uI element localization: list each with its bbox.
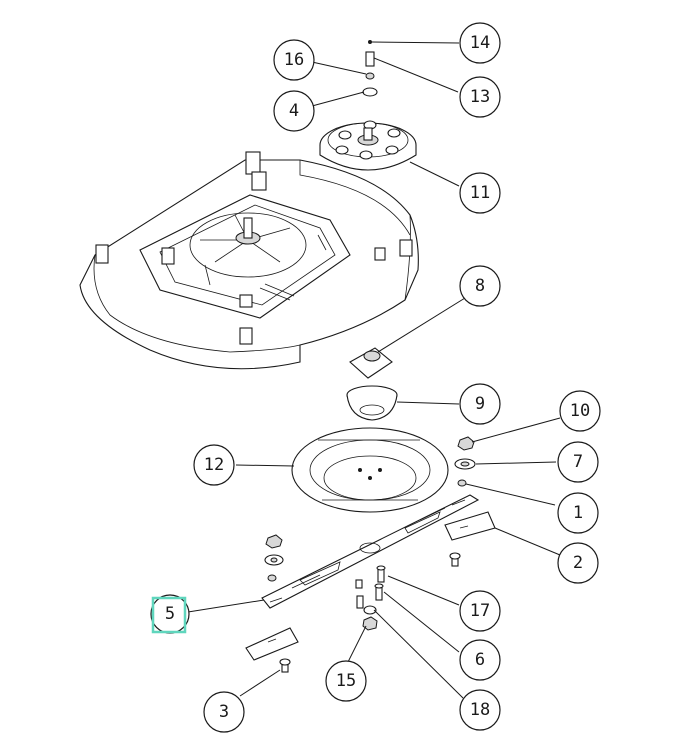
- callout-label: 1: [573, 503, 583, 523]
- callout-7[interactable]: 7: [557, 441, 599, 483]
- callout-label: 16: [284, 50, 304, 70]
- callout-label: 13: [470, 87, 490, 107]
- callout-10[interactable]: 10: [559, 390, 601, 432]
- callout-label: 17: [470, 601, 490, 621]
- callout-5[interactable]: 5: [150, 594, 190, 634]
- callout-14[interactable]: 14: [459, 22, 501, 64]
- callout-label: 4: [289, 101, 299, 121]
- blade-tips: [245, 511, 496, 661]
- leader-lines: [187, 41, 561, 699]
- callout-15[interactable]: 15: [325, 660, 367, 702]
- callout-label: 11: [470, 183, 490, 203]
- callout-9[interactable]: 9: [459, 383, 501, 425]
- callout-17[interactable]: 17: [459, 590, 501, 632]
- callout-label: 7: [573, 452, 583, 472]
- callout-11[interactable]: 11: [459, 172, 501, 214]
- pulley-fasteners: [362, 40, 378, 97]
- right-fasteners: [454, 436, 476, 487]
- callout-label: 9: [475, 394, 485, 414]
- callout-13[interactable]: 13: [459, 76, 501, 118]
- mower-deck: [79, 151, 419, 370]
- callout-label: 8: [475, 276, 485, 296]
- callout-label: 5: [165, 604, 175, 624]
- hub-adapter: [349, 347, 393, 379]
- callout-12[interactable]: 12: [193, 444, 235, 486]
- blade: [261, 494, 480, 609]
- baffle-disc: [291, 427, 449, 513]
- callout-18[interactable]: 18: [459, 689, 501, 731]
- cup: [346, 385, 398, 421]
- callout-4[interactable]: 4: [273, 90, 315, 132]
- callout-8[interactable]: 8: [459, 265, 501, 307]
- callout-label: 10: [570, 401, 590, 421]
- callout-label: 12: [204, 455, 224, 475]
- selected-callout-highlight: [151, 596, 187, 634]
- callout-6[interactable]: 6: [459, 639, 501, 681]
- callout-16[interactable]: 16: [273, 39, 315, 81]
- callout-label: 15: [336, 671, 356, 691]
- callout-label: 14: [470, 33, 490, 53]
- callout-label: 2: [573, 553, 583, 573]
- pulley: [319, 120, 417, 171]
- callout-1[interactable]: 1: [557, 492, 599, 534]
- callout-label: 18: [470, 700, 490, 720]
- callout-label: 3: [219, 702, 229, 722]
- callout-label: 6: [475, 650, 485, 670]
- blade-fasteners: [264, 534, 461, 673]
- callout-3[interactable]: 3: [203, 691, 245, 733]
- callout-2[interactable]: 2: [557, 542, 599, 584]
